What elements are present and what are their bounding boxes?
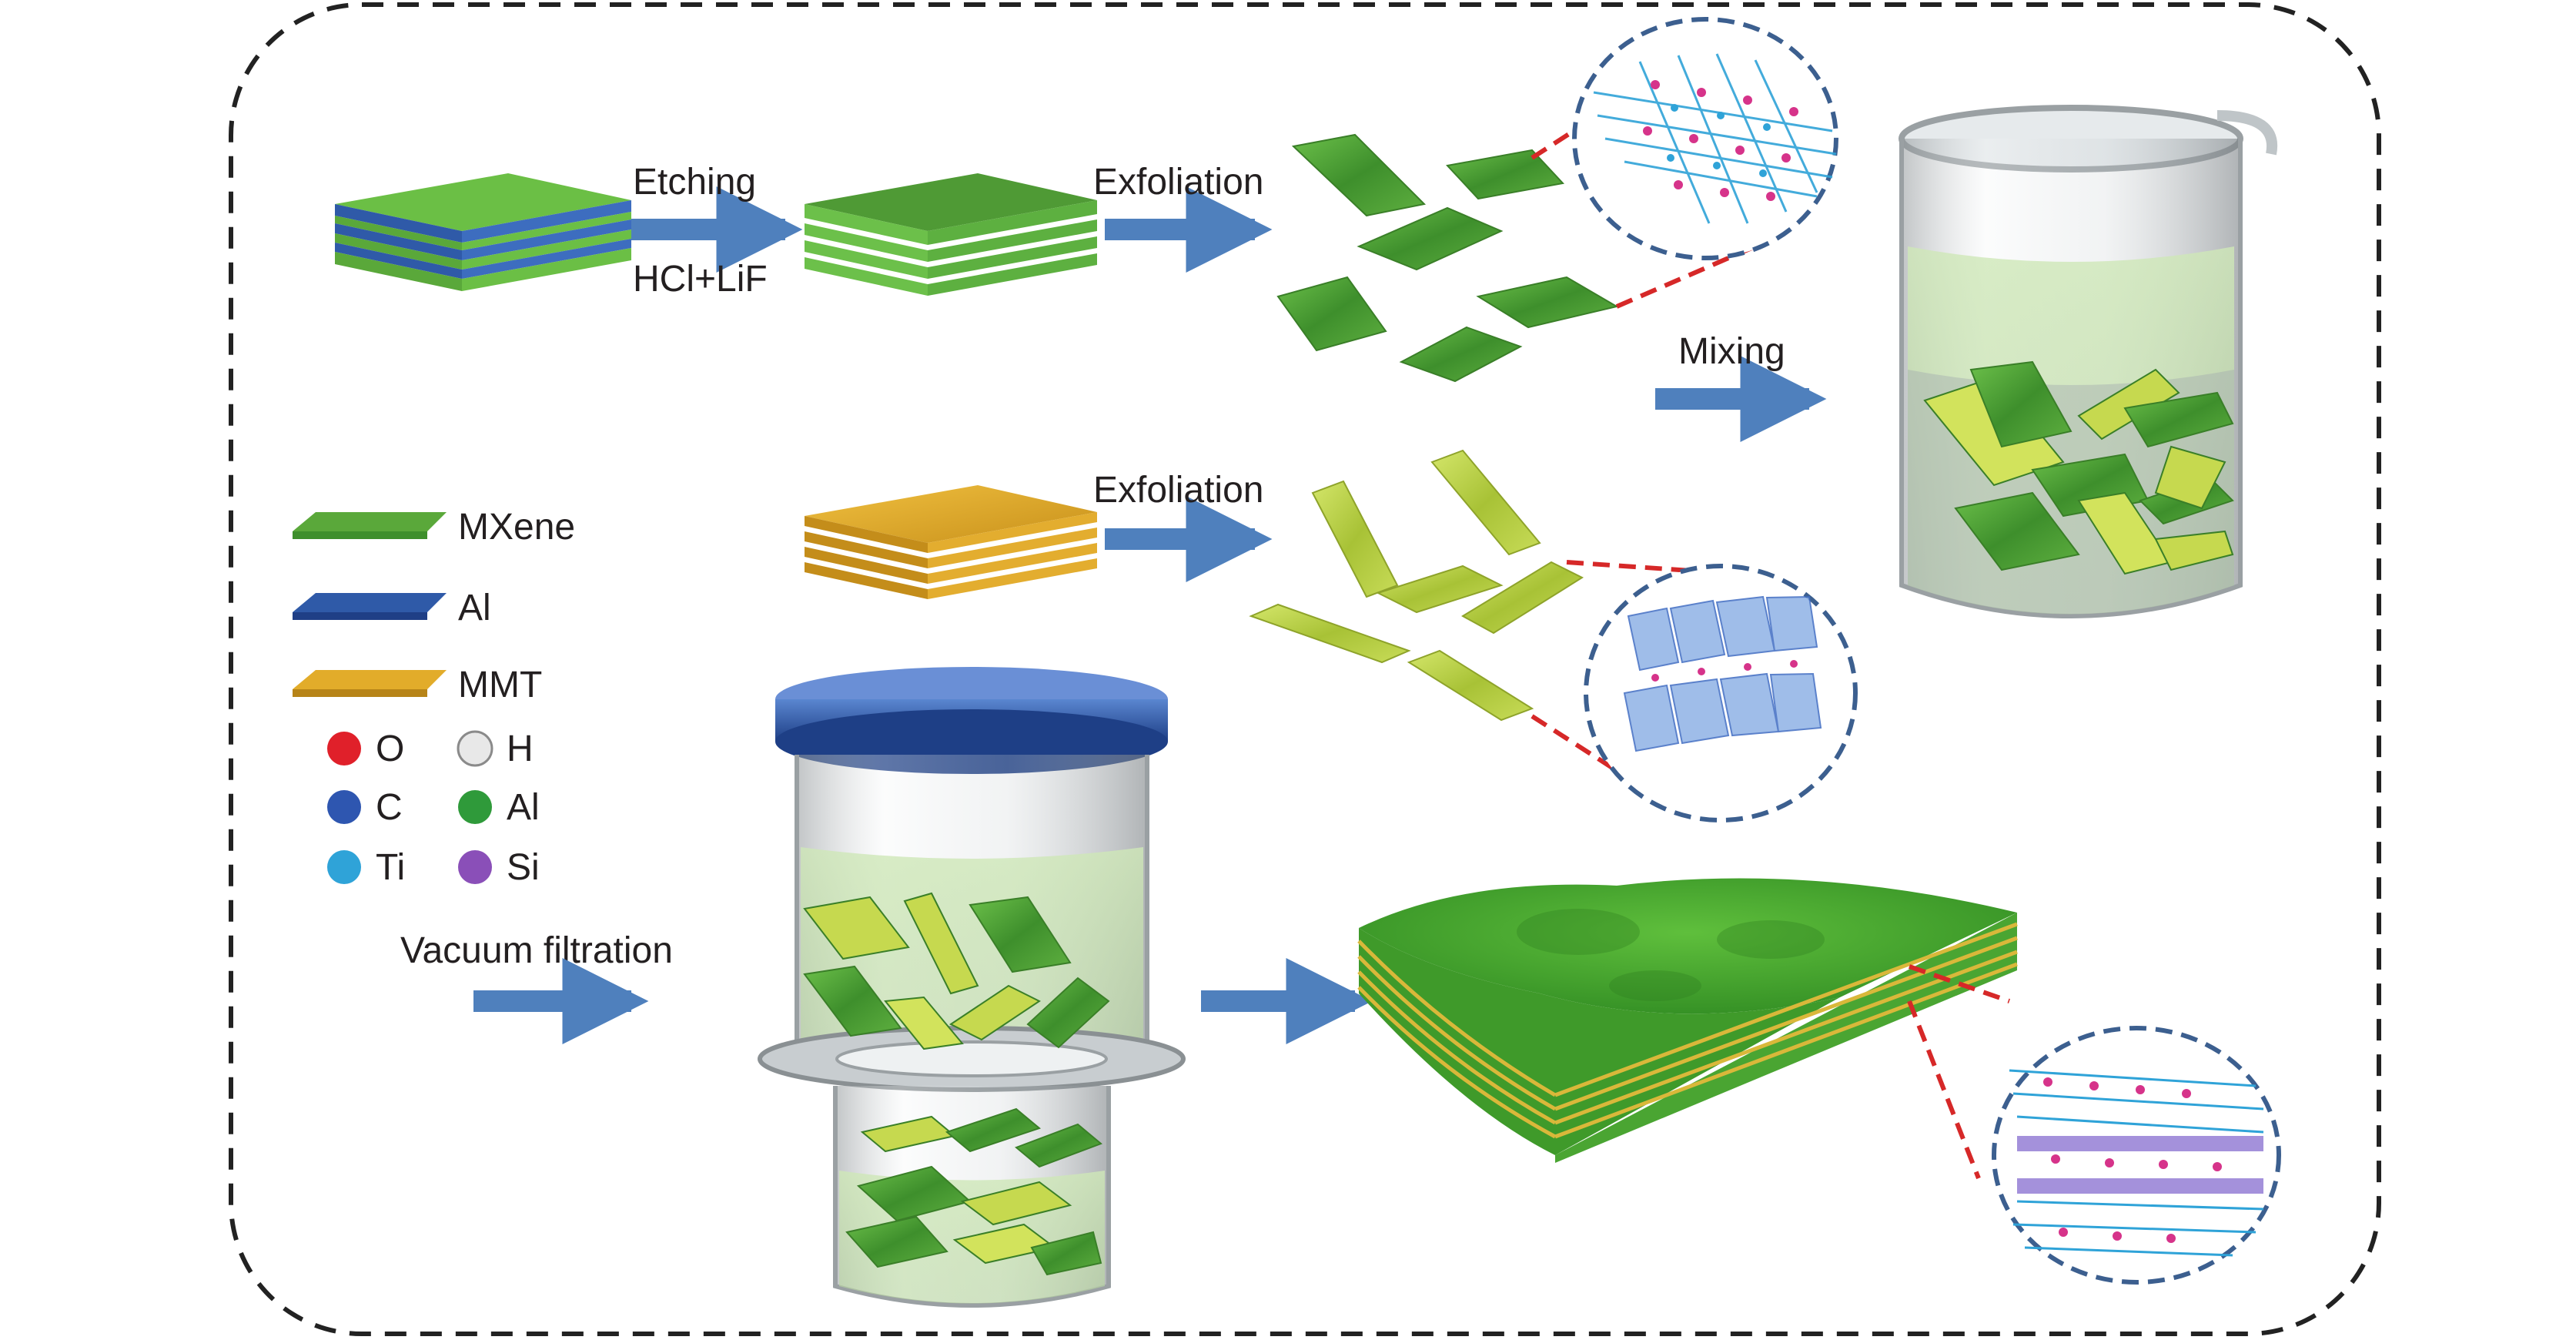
zoom-line-film-2: [1907, 1000, 1981, 1180]
legend-atom-o: O: [327, 729, 404, 769]
mixing-label: Mixing: [1678, 331, 1785, 372]
svg-text:Al: Al: [507, 787, 540, 828]
svg-text:O: O: [376, 729, 404, 769]
legend-atom-h: H: [457, 729, 534, 769]
composite-film: [1357, 878, 2018, 1163]
filtration-apparatus: [758, 667, 1186, 1308]
legend-atom-c: C: [327, 787, 403, 828]
svg-text:MXene: MXene: [458, 507, 575, 548]
svg-text:H: H: [507, 729, 534, 769]
svg-text:MMT: MMT: [458, 665, 542, 705]
mmt-stack: [805, 485, 1097, 599]
svg-text:Ti: Ti: [376, 847, 405, 888]
mxene-structure-zoom: [1572, 17, 1838, 260]
vacuum-filtration-label: Vacuum filtration: [400, 930, 673, 971]
zoom-line-film-1: [1909, 964, 2010, 1003]
svg-text:Si: Si: [507, 847, 540, 888]
mxene-flakes-top: [1276, 133, 1619, 383]
legend-al: Al: [293, 588, 491, 628]
legend-atom-ti: Ti: [327, 847, 405, 888]
etchant-label: HCl+LiF: [633, 259, 768, 300]
max-phase-stack: [335, 173, 631, 291]
legend-mmt: MMT: [293, 665, 542, 705]
exfoliation-mid-label: Exfoliation: [1093, 470, 1263, 511]
legend: MXene Al MMT O H C Al Ti: [293, 507, 575, 888]
film-structure-zoom: [1992, 1026, 2281, 1285]
mmt-structure-zoom: [1584, 564, 1858, 822]
legend-atom-si: Si: [458, 847, 540, 888]
dashed-border: [229, 2, 2381, 1336]
etching-label: Etching: [633, 162, 756, 203]
etched-stack: [805, 173, 1097, 296]
legend-atom-al: Al: [458, 787, 540, 828]
svg-text:Al: Al: [458, 588, 491, 628]
svg-text:C: C: [376, 787, 403, 828]
exfoliation-top-label: Exfoliation: [1093, 162, 1263, 203]
legend-mxene: MXene: [293, 507, 575, 548]
mixing-beaker: [1899, 105, 2278, 618]
mmt-flakes: [1249, 449, 1584, 722]
